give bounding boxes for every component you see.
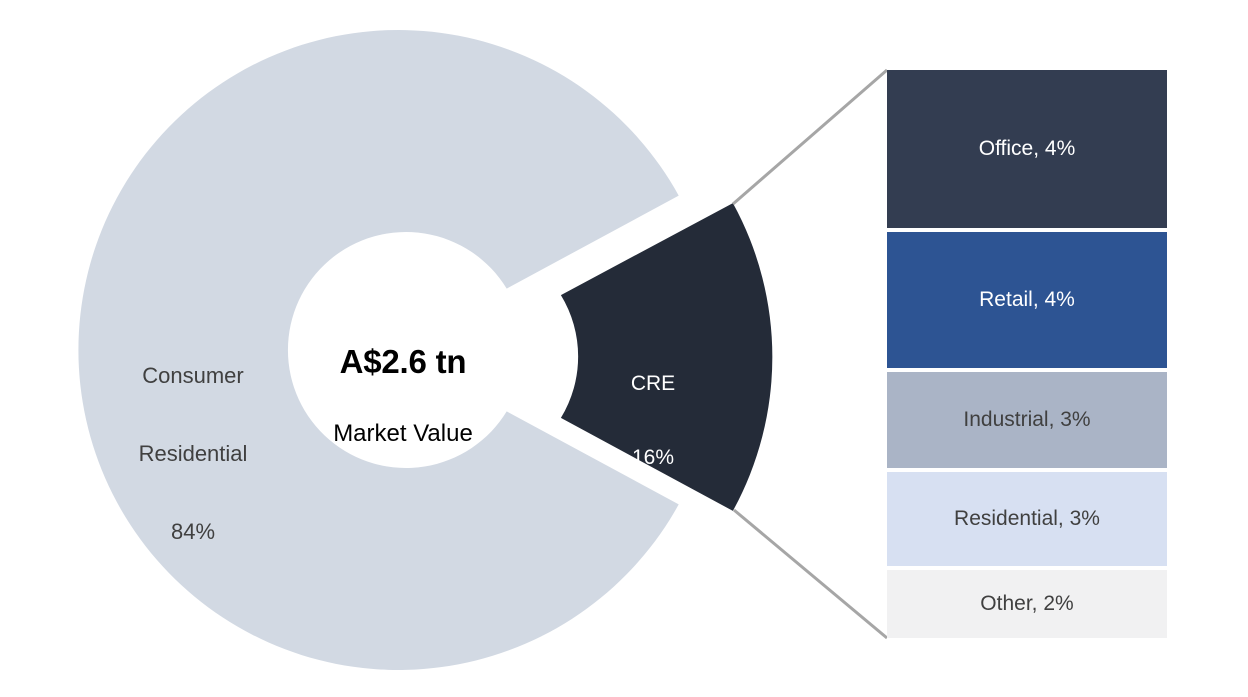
- breakdown-box-retail[interactable]: Retail, 4%: [887, 232, 1167, 368]
- breakdown-box-industrial[interactable]: Industrial, 3%: [887, 372, 1167, 468]
- pie-slice-cre[interactable]: [560, 203, 773, 511]
- breakdown-label-residential: Residential, 3%: [954, 507, 1100, 530]
- pie-slice-label-consumer-residential-value: 84%: [170, 518, 216, 544]
- pie-slice-label-cre-line1: CRE: [630, 371, 676, 395]
- pie-slice-consumer-residential[interactable]: [78, 30, 679, 671]
- pie-slice-label-cre: CRE 16%: [594, 322, 712, 520]
- pie-slice-label-consumer-residential-line2: Residential: [138, 440, 248, 466]
- connector-line-bottom: [733, 508, 888, 640]
- breakdown-label-industrial: Industrial, 3%: [963, 408, 1091, 431]
- donut-center-caption: Market Value: [333, 420, 473, 448]
- pie-slice-label-consumer-residential-line1: Consumer: [142, 362, 244, 388]
- donut-center-value: A$2.6 tn: [339, 342, 467, 380]
- breakdown-box-other[interactable]: Other, 2%: [887, 570, 1167, 638]
- connector-line-top: [732, 68, 888, 206]
- cre-breakdown-panel: Office, 4% Retail, 4% Industrial, 3% Res…: [887, 70, 1167, 638]
- breakdown-label-other: Other, 2%: [980, 592, 1074, 615]
- pie-slice-label-consumer-residential: Consumer Residential 84%: [100, 311, 286, 596]
- breakdown-box-residential[interactable]: Residential, 3%: [887, 472, 1167, 566]
- pie-slice-label-cre-value: 16%: [631, 445, 675, 469]
- donut-center-label: A$2.6 tn Market Value: [285, 305, 521, 487]
- breakdown-box-office[interactable]: Office, 4%: [887, 70, 1167, 228]
- breakdown-label-retail: Retail, 4%: [979, 288, 1075, 311]
- breakdown-label-office: Office, 4%: [978, 137, 1076, 160]
